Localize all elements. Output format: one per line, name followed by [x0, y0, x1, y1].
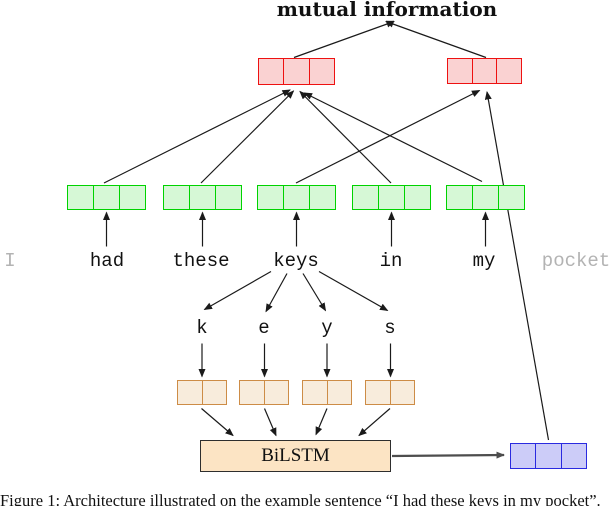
- vector-cell: [283, 59, 308, 84]
- vector-cell: [389, 381, 415, 404]
- arrow-left-red-to-mi: [293, 20, 395, 59]
- vector-cell: [353, 186, 378, 209]
- vector-cell: [178, 381, 202, 404]
- arrow-right-red-to-mi: [385, 20, 487, 59]
- char-k: k: [196, 317, 208, 339]
- vector-cell: [189, 186, 215, 209]
- figure-caption: Figure 1: Architecture illustrated on th…: [0, 491, 601, 506]
- char-embedding-y: [302, 380, 352, 405]
- arrow-kemb-to-bilstm: [201, 408, 234, 437]
- char-level-output-vector: [510, 443, 587, 469]
- vector-cell: [303, 381, 327, 404]
- vector-cell: [164, 186, 189, 209]
- context-embedding-box: [258, 58, 335, 85]
- vector-cell: [93, 186, 119, 209]
- arrow-keys-to-e: [265, 273, 288, 313]
- vector-cell: [283, 186, 309, 209]
- word-I: I: [4, 250, 16, 272]
- vector-cell: [263, 381, 289, 404]
- char-s: s: [384, 317, 396, 339]
- word-my: my: [472, 250, 496, 272]
- arrow-keys-to-y: [302, 273, 327, 312]
- bilstm-box: BiLSTM: [200, 440, 391, 472]
- vector-cell: [309, 186, 335, 209]
- arrow-eemb-to-bilstm: [263, 408, 277, 437]
- word-these: these: [172, 250, 230, 272]
- vector-cell: [448, 59, 472, 83]
- vector-cell: [258, 186, 283, 209]
- vector-cell: [215, 186, 241, 209]
- vector-cell: [447, 186, 472, 209]
- word-embedding-keys: [257, 185, 336, 210]
- word-embedding-in: [352, 185, 431, 210]
- arrow-bilstm-to-char-vec: [391, 451, 505, 459]
- arrow-these-emb-to-context: [200, 90, 295, 184]
- word-embedding-combined-box: [447, 58, 522, 84]
- arrow-keys-to-s: [318, 270, 389, 312]
- vector-cell: [496, 59, 521, 83]
- vector-cell: [511, 444, 535, 468]
- vector-cell: [308, 59, 334, 84]
- vector-cell: [119, 186, 145, 209]
- arrow-yemb-to-bilstm: [315, 408, 328, 436]
- mutual-information-label: mutual information: [276, 0, 498, 21]
- vector-cell: [498, 186, 524, 209]
- vector-cell: [68, 186, 93, 209]
- word-had: had: [89, 250, 125, 272]
- vector-cell: [535, 444, 560, 468]
- char-e: e: [258, 317, 270, 339]
- char-embedding-k: [177, 380, 227, 405]
- char-embedding-e: [239, 380, 289, 405]
- char-embedding-s: [365, 380, 415, 405]
- arrow-had-emb-to-context: [103, 89, 291, 184]
- arrow-in-emb-to-context: [299, 90, 392, 184]
- arrow-my-emb-to-context: [303, 92, 483, 183]
- vector-cell: [404, 186, 430, 209]
- vector-cell: [259, 59, 283, 84]
- word-in: in: [379, 250, 403, 272]
- word-keys: keys: [273, 250, 319, 272]
- arrow-char-vec-to-word: [484, 91, 550, 441]
- vector-cell: [560, 444, 586, 468]
- word-pocket: pocket: [541, 250, 611, 272]
- vector-cell: [240, 381, 264, 404]
- arrow-semb-to-bilstm: [358, 408, 391, 437]
- char-y: y: [321, 317, 333, 339]
- vector-cell: [201, 381, 227, 404]
- bilstm-label: BiLSTM: [261, 445, 330, 466]
- vector-cell: [326, 381, 352, 404]
- vector-cell: [366, 381, 390, 404]
- vector-cell: [378, 186, 404, 209]
- arrow-keys-to-k: [203, 270, 272, 311]
- arrow-keys-emb-to-word: [295, 89, 481, 184]
- word-embedding-my: [446, 185, 525, 210]
- vector-cell: [471, 59, 497, 83]
- vector-cell: [472, 186, 498, 209]
- word-embedding-had: [67, 185, 146, 210]
- word-embedding-these: [163, 185, 242, 210]
